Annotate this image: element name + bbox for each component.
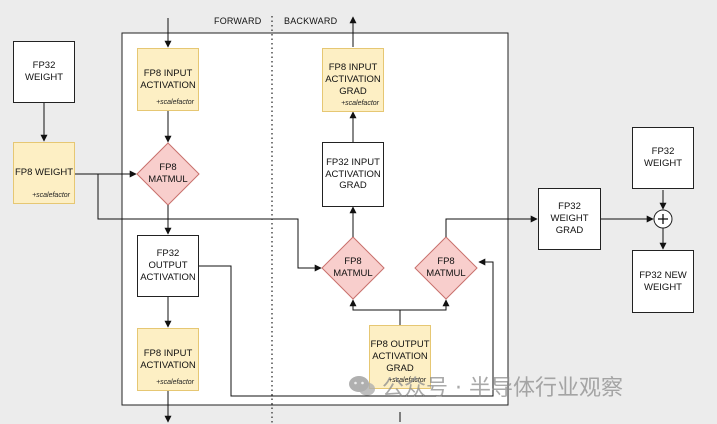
scalefactor-label: +scalefactor [32,192,70,200]
edge-output-to-bwd-right-matmul [199,258,494,397]
box-label: FP32 WEIGHT [25,60,63,83]
fp32-new-weight-box: FP32 NEW WEIGHT [632,250,694,313]
box-label: FP32 OUTPUT ACTIVATION [140,248,196,283]
fp32-weight-left-box: FP32 WEIGHT [13,41,75,103]
edge-grad-to-left-matmul [349,299,401,325]
fp8-weight-box: FP8 WEIGHT +scalefactor [13,142,75,204]
box-label: FP8 INPUT ACTIVATION [140,347,196,371]
bwd-matmul-left-diamond [321,236,385,300]
fp32-weight-grad-box: FP32 WEIGHT GRAD [538,188,601,250]
bwd-matmul-right-diamond [414,236,478,300]
watermark-text: 公众号 · 半导体行业观察 [382,376,623,401]
box-label: FP8 INPUT ACTIVATION [140,67,196,91]
box-label: FP32 NEW WEIGHT [639,269,687,293]
scalefactor-label: +scalefactor [341,100,379,108]
box-label: FP32 WEIGHT GRAD [550,201,589,236]
box-label: FP8 INPUT ACTIVATION GRAD [325,62,381,97]
fp32-input-activation-grad-box: FP32 INPUT ACTIVATION GRAD [322,142,384,207]
edge-right-matmul-to-weight-grad [445,215,538,237]
scalefactor-label: +scalefactor [156,99,194,107]
edge-grad-to-right-matmul [400,299,450,311]
scalefactor-label: +scalefactor [388,377,426,385]
fp8-input-activation-grad-box: FP8 INPUT ACTIVATION GRAD +scalefactor [322,48,384,112]
box-label: FP8 OUTPUT ACTIVATION GRAD [370,339,430,374]
forward-label: FORWARD [214,16,262,26]
watermark: 公众号 · 半导体行业观察 [348,370,623,402]
wechat-icon [349,376,375,396]
box-label: FP32 WEIGHT [644,146,682,169]
scalefactor-label: +scalefactor [156,379,194,387]
box-label: FP8 WEIGHT [14,167,74,179]
fwd-matmul-label: FP8 MATMUL [148,162,188,185]
edge-fp8-weight-to-bwd-matmul [97,174,322,272]
box-label: FP32 INPUT ACTIVATION GRAD [325,156,381,192]
fp32-output-activation-box: FP32 OUTPUT ACTIVATION [137,235,199,297]
bwd-matmul-right-label: FP8 MATMUL [426,256,466,279]
backward-label: BACKWARD [284,16,338,26]
fp32-weight-right-box: FP32 WEIGHT [632,127,694,189]
fp8-input-activation-top-box: FP8 INPUT ACTIVATION +scalefactor [137,48,199,111]
fp8-input-activation-bottom-box: FP8 INPUT ACTIVATION +scalefactor [137,328,199,391]
bwd-matmul-left-label: FP8 MATMUL [333,256,373,279]
fp8-output-activation-grad-box: FP8 OUTPUT ACTIVATION GRAD +scalefactor [369,325,431,389]
